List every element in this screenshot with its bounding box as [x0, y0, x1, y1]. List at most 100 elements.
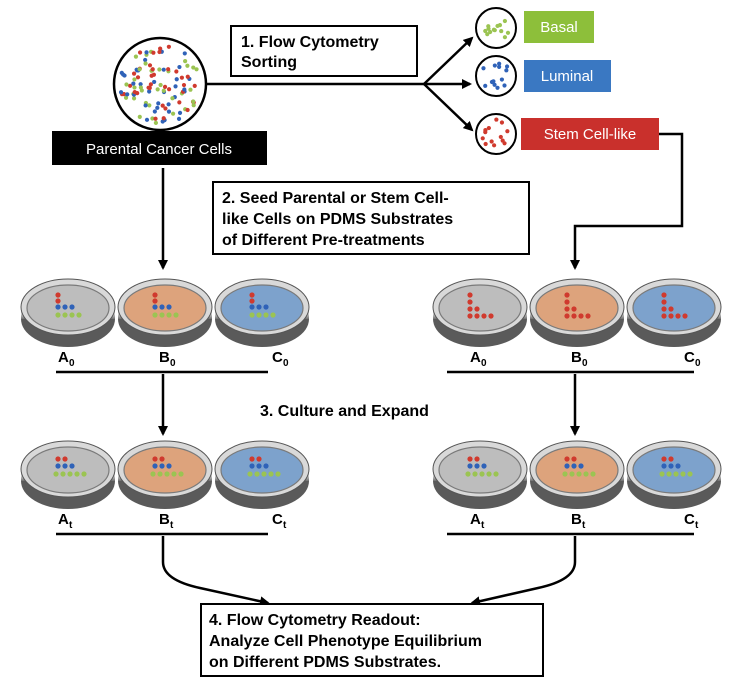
cell-dot — [166, 109, 172, 114]
cell-dot — [174, 69, 179, 74]
dish-label-left-initial-a: A — [58, 349, 69, 366]
cell-dot — [479, 471, 485, 477]
step-1-line-2: Sorting — [241, 54, 297, 71]
cell-dot — [673, 471, 679, 477]
cell-dot — [499, 28, 504, 34]
population-basal: Basal — [475, 7, 594, 49]
cell-dot — [270, 312, 276, 318]
cell-dot — [55, 463, 61, 469]
cell-dot — [153, 120, 158, 126]
cell-dot — [157, 49, 162, 55]
cell-dot — [268, 471, 274, 477]
stem-label: Stem Cell-like — [544, 126, 637, 143]
cell-dot — [159, 312, 165, 318]
cell-dot — [185, 107, 190, 113]
cell-dot — [467, 299, 473, 305]
cell-dot — [480, 136, 485, 141]
dish-subscript-right-initial-b: 0 — [582, 358, 588, 369]
cell-dot — [675, 463, 681, 469]
cell-dot — [166, 87, 172, 92]
cell-dot — [158, 46, 163, 51]
cell-dot — [131, 71, 137, 76]
cell-dot — [132, 77, 137, 82]
dish-subscript-left-cultured-c: t — [283, 520, 287, 531]
dish-right-cultured-c — [626, 440, 722, 509]
cell-dot — [176, 116, 182, 121]
cell-dot — [150, 116, 155, 121]
dish-label-right-cultured-b: B — [571, 511, 582, 528]
cell-dot — [687, 471, 693, 477]
cell-dot — [494, 117, 499, 122]
cell-dot — [576, 471, 582, 477]
cell-dot — [668, 306, 674, 312]
cell-dot — [474, 313, 480, 319]
cell-dot — [135, 75, 141, 80]
dish-row-right-cultured — [432, 440, 722, 509]
step-1-line-1: 1. Flow Cytometry — [241, 34, 379, 51]
dish-subscript-left-cultured-b: t — [170, 520, 174, 531]
cell-dot — [177, 110, 183, 116]
cell-dot — [500, 138, 505, 143]
cell-dot — [191, 103, 196, 108]
cell-dot — [181, 82, 187, 88]
cell-dot — [481, 66, 486, 71]
cell-dot — [564, 456, 570, 462]
dish-left-cultured-b — [117, 440, 213, 509]
cell-dot — [191, 65, 196, 70]
population-stem: Stem Cell-like — [475, 113, 659, 155]
cell-dot — [493, 471, 499, 477]
cell-dot — [661, 463, 667, 469]
dish-label-right-initial-c: C — [684, 349, 695, 366]
cell-dot — [489, 139, 494, 144]
parental-cell-population — [112, 36, 208, 132]
cell-dot — [499, 120, 505, 125]
dish-right-initial-b — [529, 278, 625, 347]
cell-dot — [127, 83, 133, 88]
cell-dot — [55, 304, 61, 310]
cell-dot — [182, 51, 187, 56]
cell-dot — [178, 471, 184, 477]
cell-dot — [62, 463, 68, 469]
cell-dot — [680, 471, 686, 477]
cell-dot — [173, 84, 178, 89]
dish-left-cultured-c — [214, 440, 310, 509]
cell-dot — [152, 292, 158, 298]
cell-dot — [166, 304, 172, 310]
cell-dot — [495, 23, 500, 29]
cell-dot — [55, 312, 61, 318]
cell-dot — [483, 141, 488, 147]
cell-dot — [152, 109, 157, 114]
step-4-line-1: 4. Flow Cytometry Readout: — [209, 612, 421, 629]
cell-dot — [166, 463, 172, 469]
dish-right-initial-c — [626, 278, 722, 347]
step-2-line-3: of Different Pre-treatments — [222, 232, 425, 249]
cell-dot — [275, 471, 281, 477]
dish-label-left-initial-c: C — [272, 349, 283, 366]
dish-subscript-right-cultured-b: t — [582, 520, 586, 531]
cell-dot — [564, 313, 570, 319]
cell-dot — [491, 27, 497, 32]
cell-dot — [249, 312, 255, 318]
cell-dot — [147, 89, 152, 94]
step-2-line-1: 2. Seed Parental or Stem Cell- — [222, 190, 449, 207]
step-1-box: 1. Flow Cytometry Sorting — [230, 25, 418, 77]
cell-dot — [562, 471, 568, 477]
cell-dot — [137, 67, 142, 72]
cell-dot — [185, 74, 190, 79]
luminal-label-box — [524, 60, 611, 92]
cell-dot — [474, 463, 480, 469]
cell-dot — [62, 304, 68, 310]
cell-dot — [153, 116, 158, 121]
arrow-right-to-readout — [470, 536, 577, 607]
dish-row-left-cultured — [20, 440, 310, 509]
cell-dot — [152, 312, 158, 318]
cell-dot — [157, 67, 162, 72]
cell-dot — [682, 313, 688, 319]
cell-dot — [152, 456, 158, 462]
cell-dot — [159, 463, 165, 469]
cell-dot — [483, 83, 488, 88]
arrow-to-basal — [423, 36, 474, 85]
cell-dot — [60, 471, 66, 477]
cell-dot — [138, 85, 143, 90]
